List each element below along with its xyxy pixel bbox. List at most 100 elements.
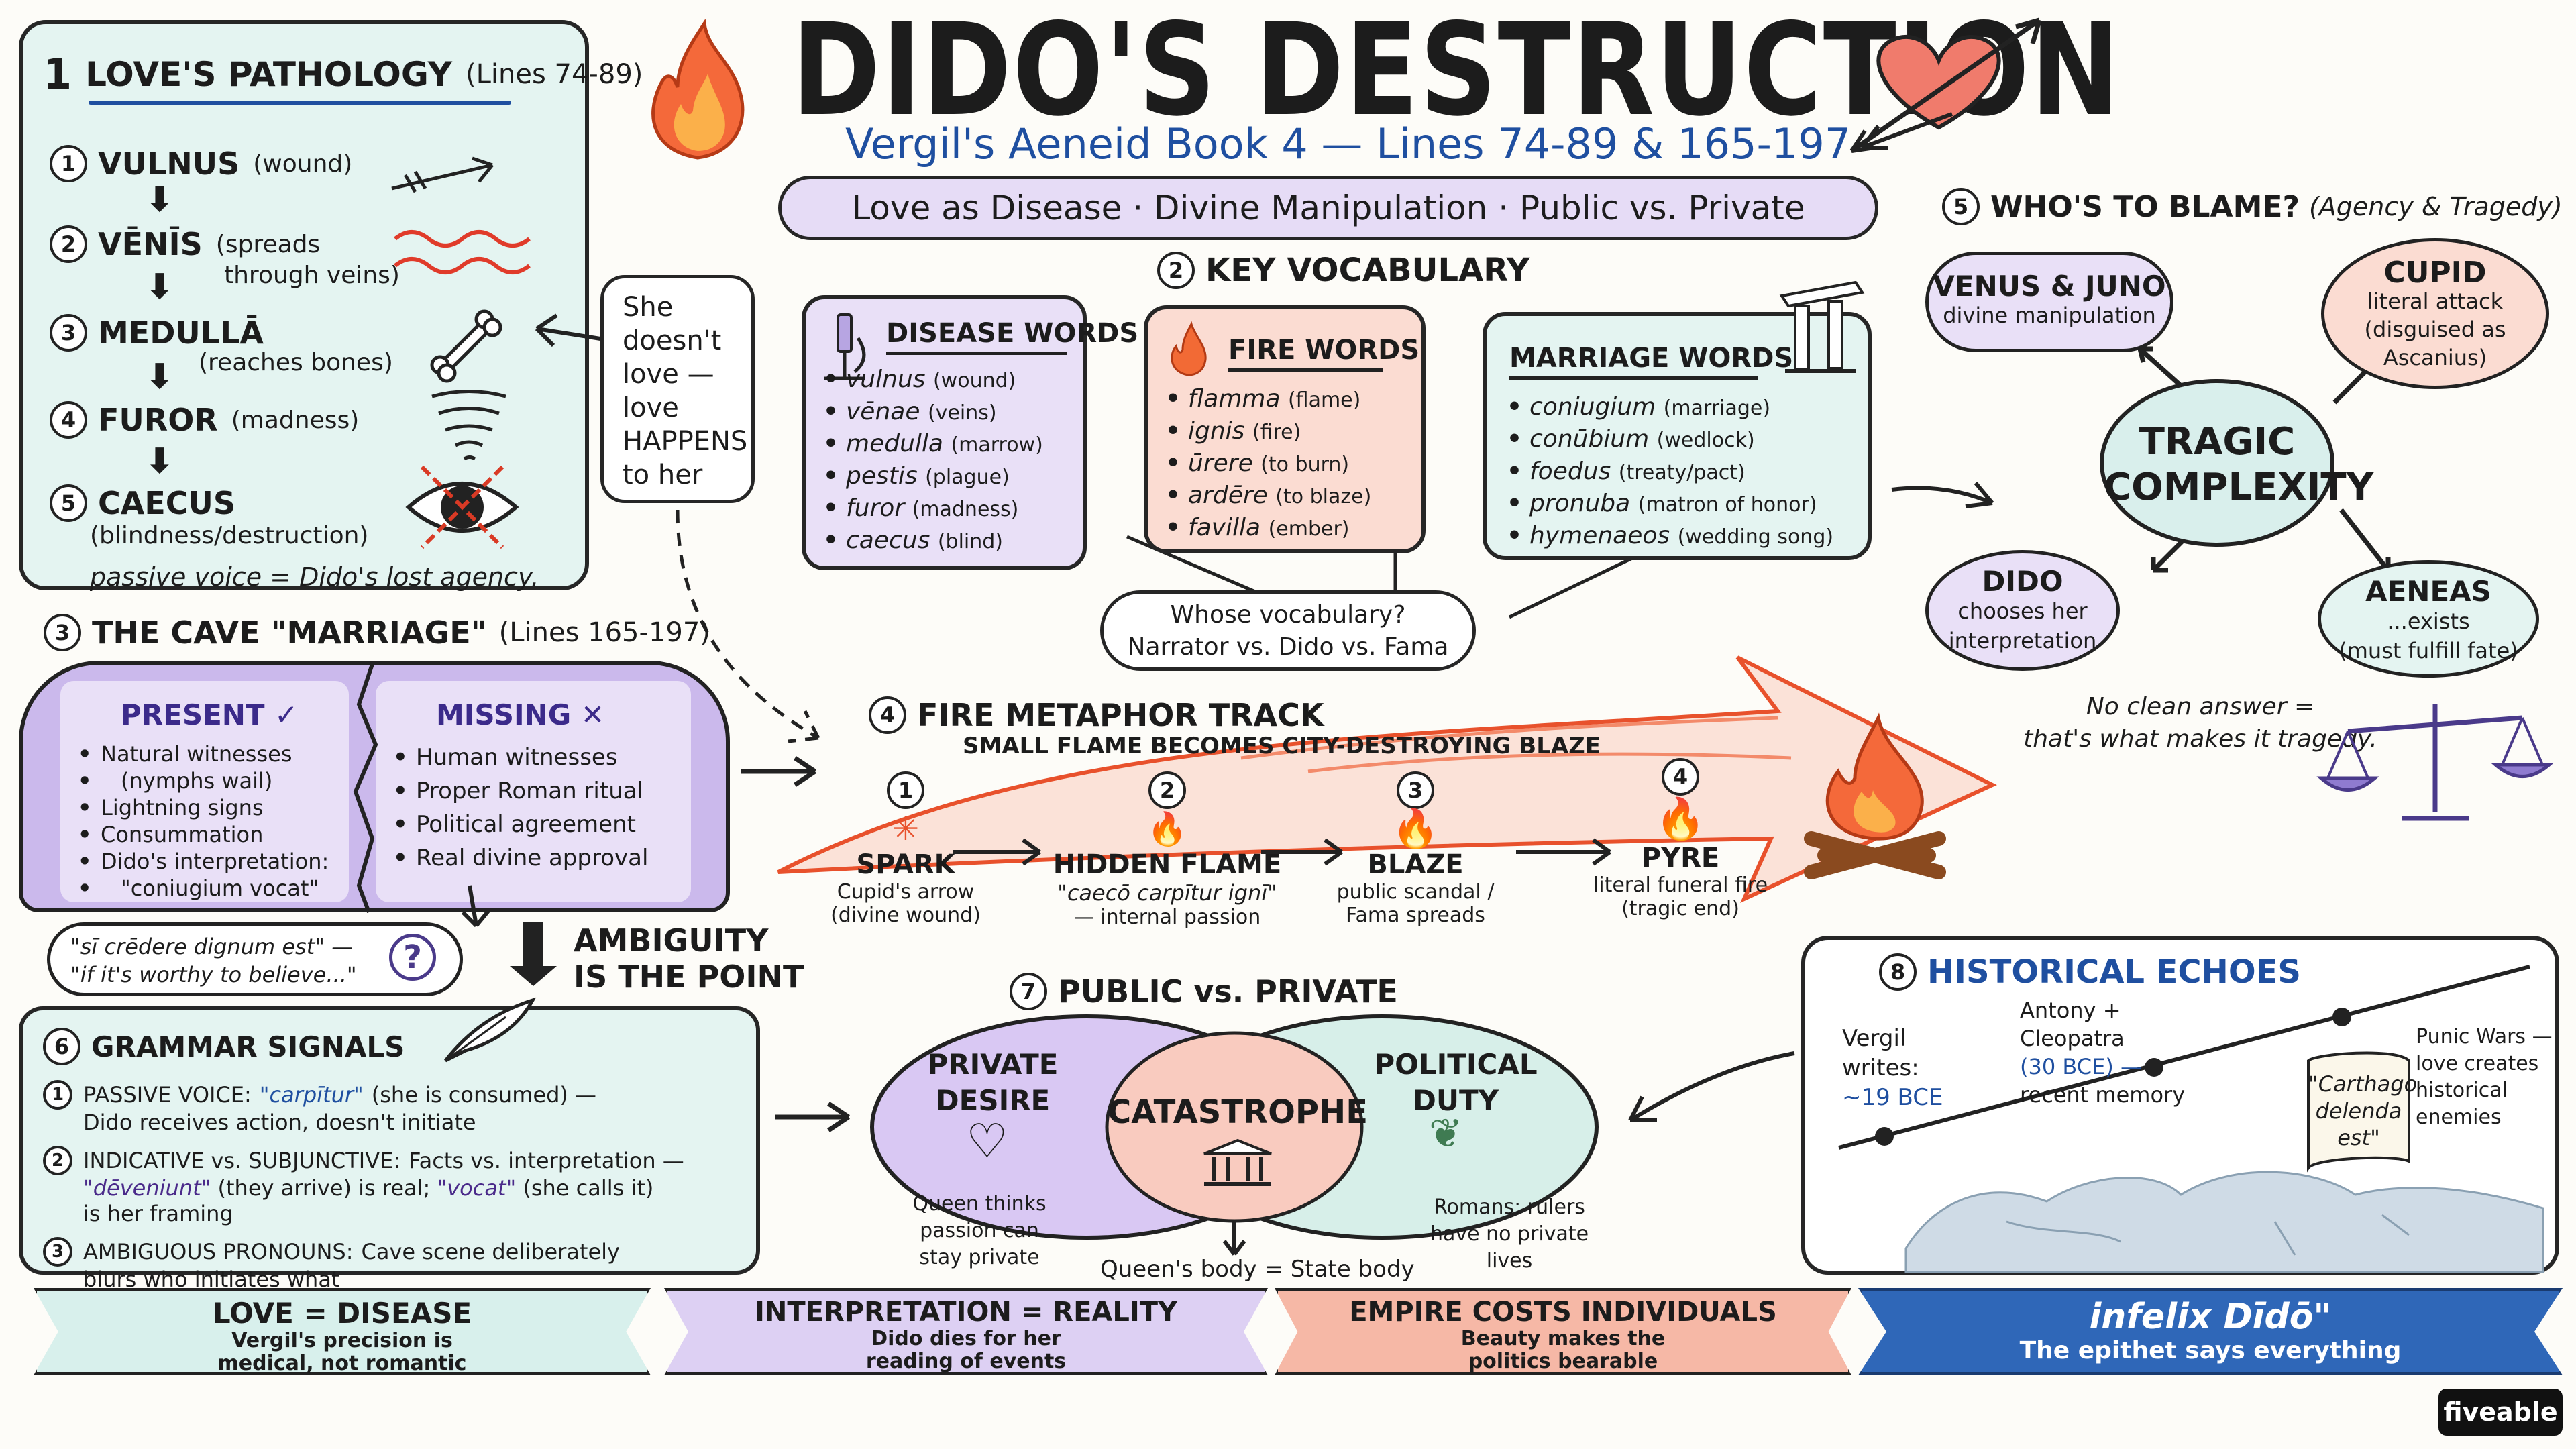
section-number: 6 xyxy=(43,1028,80,1065)
item-rest: (she calls it) xyxy=(523,1175,654,1201)
node-desc: interpretation xyxy=(1948,628,2097,653)
banner-interpretation: INTERPRETATION = REALITY Dido dies for h… xyxy=(664,1288,1268,1375)
item-line: blurs who initiates what xyxy=(83,1267,340,1292)
spiral-icon xyxy=(431,390,506,461)
section-number: 3 xyxy=(44,614,81,651)
spark-icon: ✳ xyxy=(892,810,920,848)
item-key: AMBIGUOUS PRONOUNS: xyxy=(83,1239,354,1265)
missing-item: Political agreement xyxy=(389,808,678,841)
stage-title: HIDDEN FLAME xyxy=(1053,849,1282,880)
timeline-line: Cleopatra xyxy=(2020,1026,2125,1051)
themes-text: Love as Disease · Divine Manipulation · … xyxy=(851,189,1805,227)
pathology-note: passive voice = Dido's lost agency. xyxy=(90,562,539,592)
scroll-line: delenda xyxy=(2315,1098,2402,1124)
vocab-item: pestis (plague) xyxy=(819,461,1069,493)
section-number: 4 xyxy=(869,696,906,734)
step-number: 4 xyxy=(50,401,87,439)
body-note: Queen's body = State body xyxy=(1100,1256,1415,1283)
callout-line: love — xyxy=(623,359,714,390)
arrow-to-blame-diagram xyxy=(1891,482,1994,508)
node-title: AENEAS xyxy=(2365,575,2491,608)
section-number: 2 xyxy=(1157,252,1195,289)
arrow-icon xyxy=(391,156,494,193)
card-title: DISEASE WORDS xyxy=(886,318,1139,349)
whose-line: Narrator vs. Dido vs. Fama xyxy=(1127,633,1449,661)
step-gloss-2: through veins) xyxy=(224,262,400,289)
banner-title: INTERPRETATION = REALITY xyxy=(755,1297,1177,1328)
item-rest: (they arrive) is real; xyxy=(217,1175,431,1201)
section-heading: GRAMMAR SIGNALS xyxy=(91,1030,405,1063)
section-lines: (Lines 74-89) xyxy=(466,58,643,90)
note-line: lives xyxy=(1486,1249,1533,1273)
heart-outline-icon: ♡ xyxy=(966,1114,1008,1169)
step-number: 5 xyxy=(50,484,87,522)
node-line: COMPLEXITY xyxy=(2104,466,2374,509)
item-quote: "vocat" xyxy=(437,1175,517,1201)
present-item: Dido's interpretation: xyxy=(74,848,335,875)
step-gloss: (reaches bones) xyxy=(199,349,393,376)
cave-crack xyxy=(353,663,378,914)
bone-icon xyxy=(430,309,502,383)
node-desc: divine manipulation xyxy=(1943,303,2156,328)
veins-icon xyxy=(394,230,531,274)
note-line: passion can xyxy=(920,1219,1039,1242)
banner-sub: medical, not romantic xyxy=(217,1352,467,1375)
item-rest: (she is consumed) — xyxy=(371,1082,597,1108)
banner-sub: Vergil's precision is xyxy=(231,1329,453,1352)
timeline-line: recent memory xyxy=(2020,1082,2186,1108)
item-number: 1 xyxy=(43,1080,72,1110)
vocab-item: favilla (ember) xyxy=(1161,513,1408,545)
down-arrow: ⬇ xyxy=(145,441,174,482)
missing-item: Proper Roman ritual xyxy=(389,774,678,808)
timeline-line: Antony + xyxy=(2020,998,2121,1023)
stage-number: 3 xyxy=(1397,771,1434,809)
callout-bubble: She doesn't love — love HAPPENS to her xyxy=(600,275,755,503)
present-item: Lightning signs xyxy=(74,794,335,821)
venn-line: POLITICAL xyxy=(1374,1048,1538,1081)
timeline-line: Punic Wars — xyxy=(2416,1025,2553,1049)
banner-sub: The epithet says everything xyxy=(2019,1337,2402,1364)
section-heading: PUBLIC vs. PRIVATE xyxy=(1058,973,1398,1010)
dido-node: DIDO chooses her interpretation xyxy=(1925,550,2120,671)
banner-empire: EMPIRE COSTS INDIVIDUALS Beauty makes th… xyxy=(1275,1288,1851,1375)
node-desc: ...exists xyxy=(2387,608,2470,634)
whose-vocabulary-bubble: Whose vocabulary? Narrator vs. Dido vs. … xyxy=(1100,590,1476,671)
down-arrow: ⬇ xyxy=(145,357,174,397)
missing-item: Real divine approval xyxy=(389,841,678,875)
arrow-history-to-venn xyxy=(1628,1051,1795,1122)
aeneas-node: AENEAS ...exists (must fulfill fate) xyxy=(2318,560,2539,678)
step-term: VĒNĪS xyxy=(98,226,203,262)
vocab-item: pronuba (matron of honor) xyxy=(1503,488,1851,521)
step-term: CAECUS xyxy=(98,485,236,521)
banner-title: EMPIRE COSTS INDIVIDUALS xyxy=(1349,1297,1777,1328)
grammar-panel: 6 GRAMMAR SIGNALS 1 PASSIVE VOICE: "carp… xyxy=(19,997,760,1292)
vocab-item: vēnae (veins) xyxy=(819,396,1069,429)
callout-line: doesn't xyxy=(623,325,722,356)
ambiguity-label: AMBIGUITY IS THE POINT xyxy=(574,922,804,995)
scroll-label: "Carthago delenda est" xyxy=(2308,1071,2417,1151)
note-line: Romans: rulers xyxy=(1434,1195,1585,1219)
item-number: 3 xyxy=(43,1237,72,1267)
laurel-icon: ❦ xyxy=(1429,1110,1463,1157)
missing-column: MISSING ✕ Human witnesses Proper Roman r… xyxy=(376,681,691,902)
venn-diagram xyxy=(870,1014,1599,1256)
missing-item: Human witnesses xyxy=(389,741,678,774)
vocab-item: ignis (fire) xyxy=(1161,416,1408,448)
banner-sub: Dido dies for her xyxy=(871,1327,1061,1350)
stage-title: PYRE xyxy=(1641,843,1720,873)
timeline-line: writes: xyxy=(1842,1055,1919,1081)
section-number: 5 xyxy=(1942,188,1980,225)
step-gloss: (spreads xyxy=(215,230,321,258)
section-number: 7 xyxy=(1010,973,1047,1010)
section-number: 8 xyxy=(1879,953,1917,991)
stage-number: 4 xyxy=(1662,758,1699,796)
step-gloss: (blindness/destruction) xyxy=(90,522,369,549)
ambiguity-line: IS THE POINT xyxy=(574,959,804,995)
callout-line: love xyxy=(623,392,679,423)
present-item: "coniugium vocat" xyxy=(74,875,335,902)
fire-swoosh xyxy=(777,655,1997,904)
historical-echoes-panel: 8 HISTORICAL ECHOES Vergil writes: ~19 B… xyxy=(1801,936,2559,1275)
stage-pyre: 4 🔥 PYRE literal funeral fire (tragic en… xyxy=(1590,758,1771,920)
quote-line: "sī crēdere dignum est" — xyxy=(70,934,354,959)
quote-line: "if it's worthy to believe..." xyxy=(70,962,357,987)
